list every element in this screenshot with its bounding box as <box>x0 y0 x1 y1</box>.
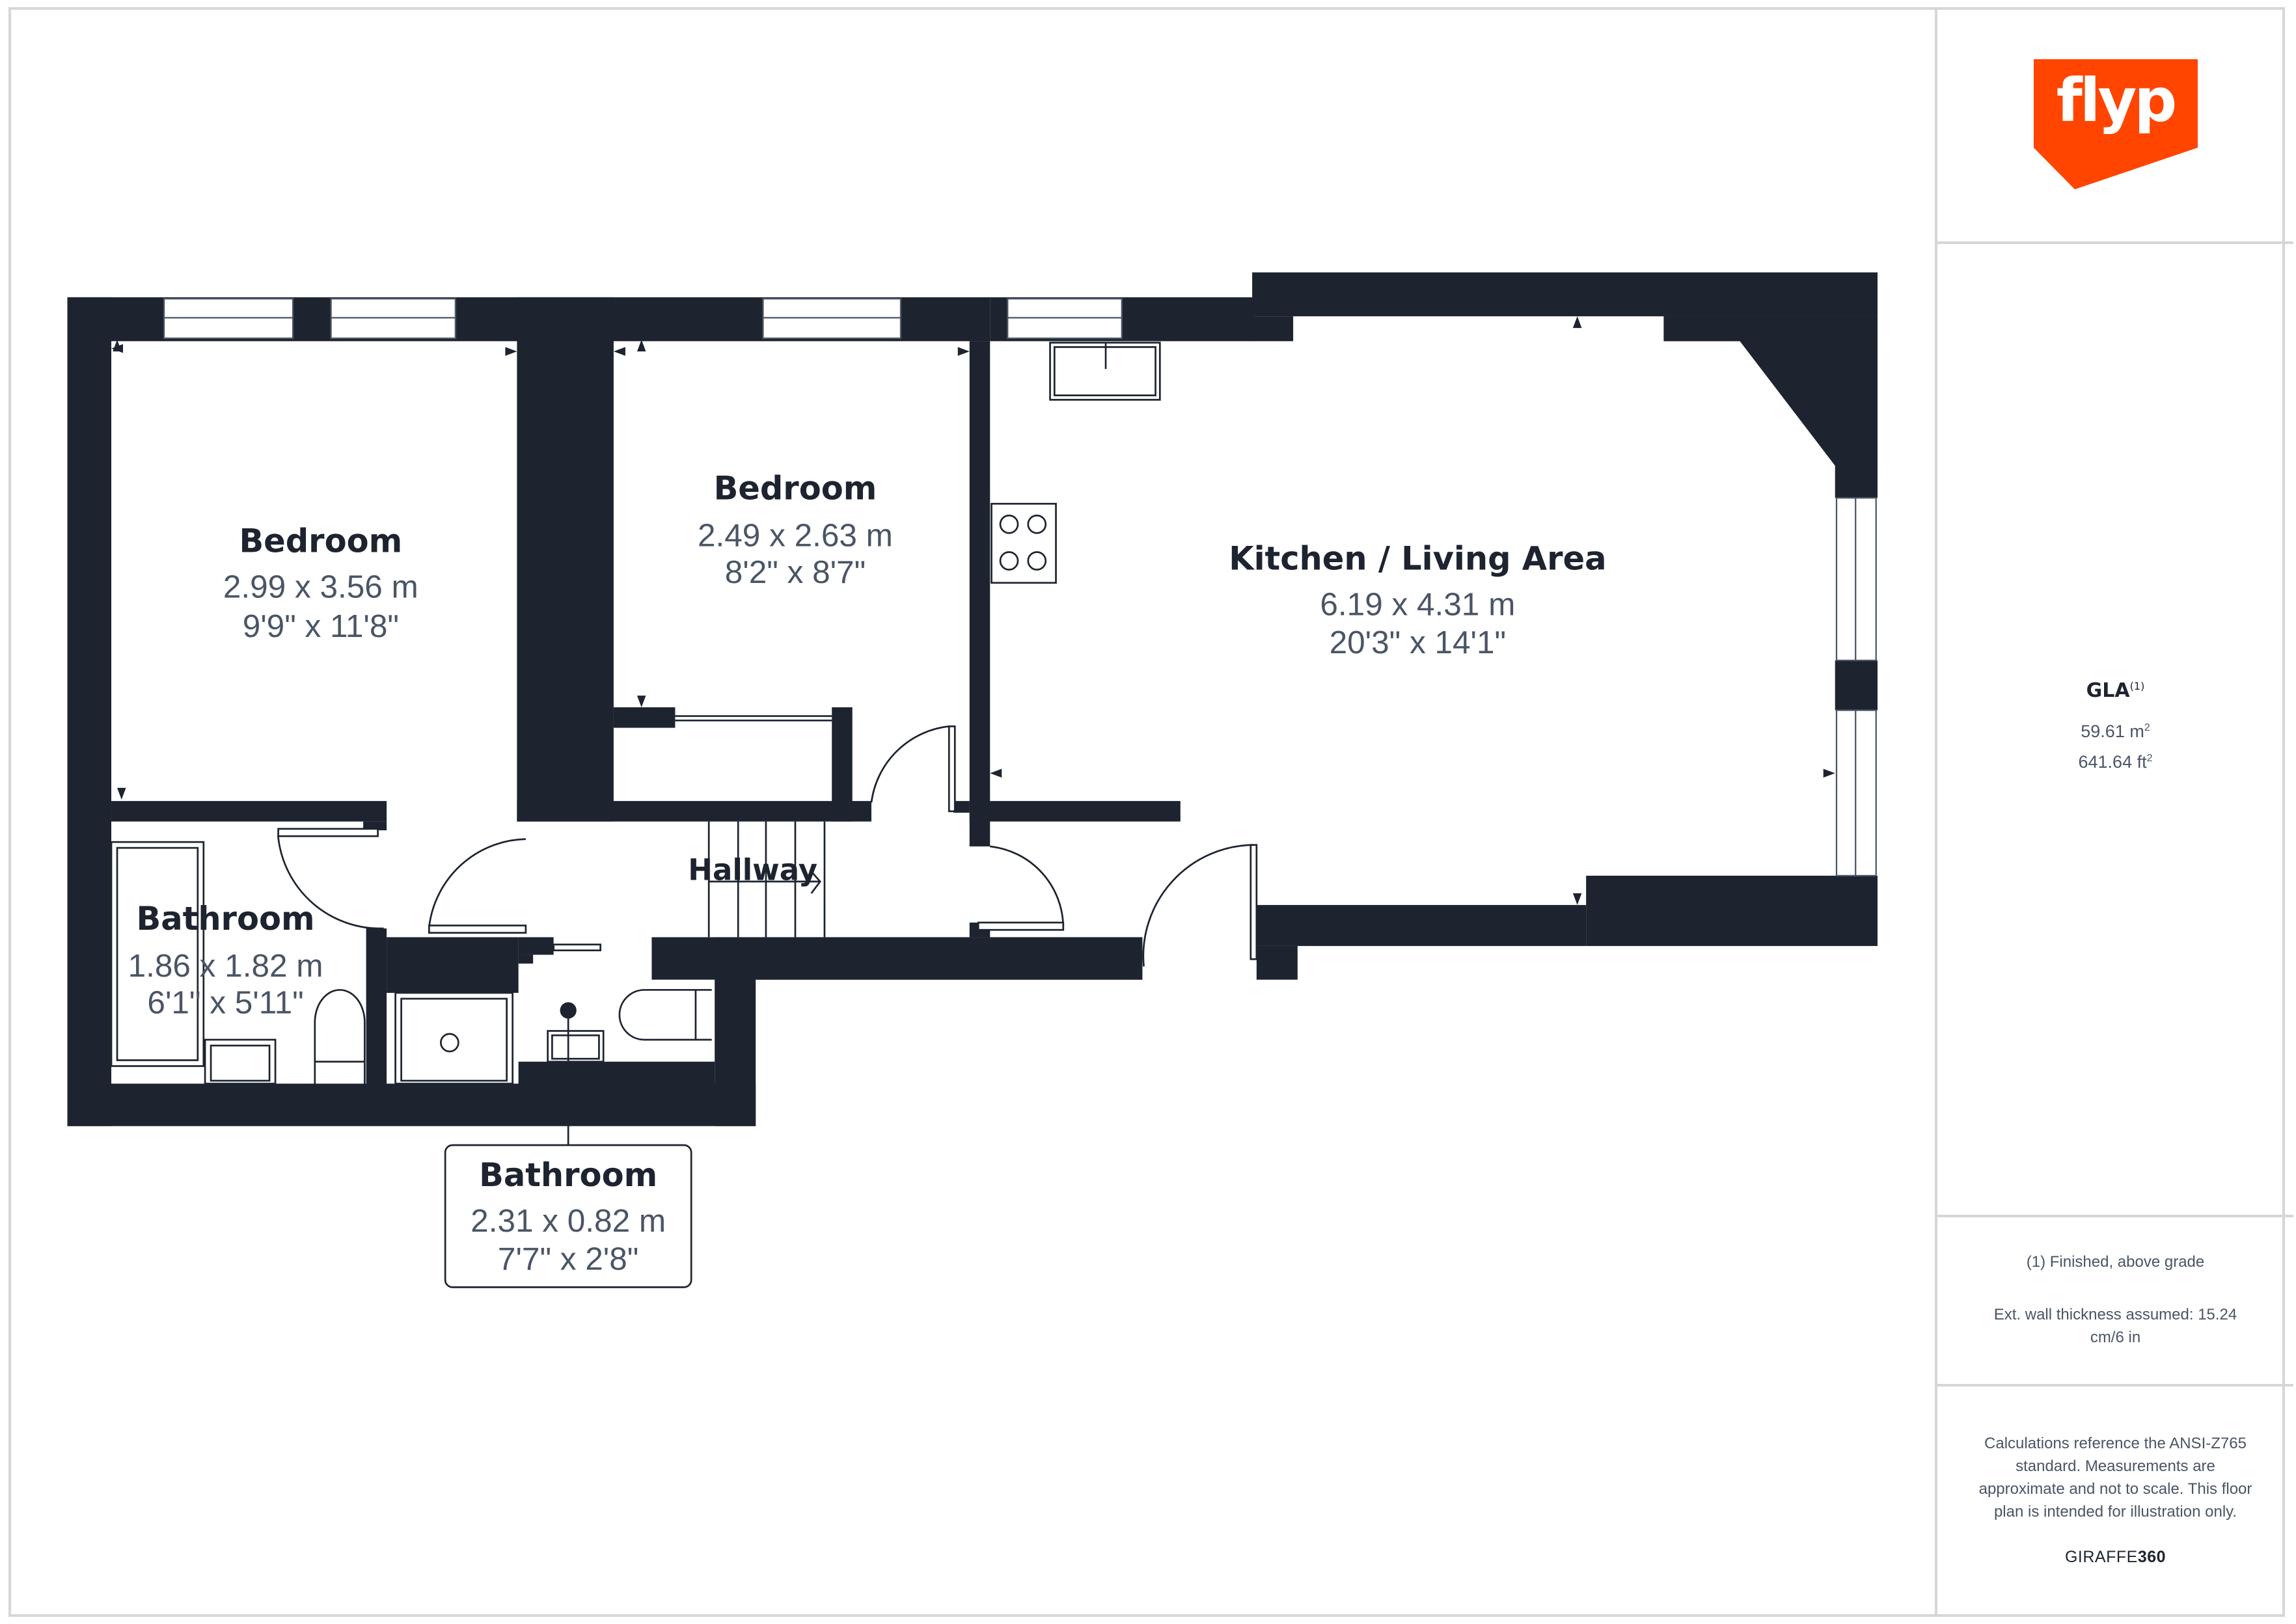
finished-note: (1) Finished, above grade <box>2026 1252 2205 1271</box>
logo-text: flyp <box>2056 66 2177 135</box>
notes-section: (1) Finished, above grade Ext. wall thic… <box>1937 1215 2293 1387</box>
svg-text:8'2" x 8'7": 8'2" x 8'7" <box>725 554 866 590</box>
info-panel: flyp GLA(1) 59.61 m2 641.64 ft2 (1) Fini… <box>1935 7 2293 1617</box>
svg-text:7'7" x 2'8": 7'7" x 2'8" <box>498 1241 638 1277</box>
svg-text:2.49 x 2.63 m: 2.49 x 2.63 m <box>698 517 893 553</box>
gla-section: GLA(1) 59.61 m2 641.64 ft2 <box>1937 241 2293 1217</box>
svg-text:Bathroom: Bathroom <box>137 900 315 938</box>
svg-text:Bathroom: Bathroom <box>479 1156 657 1194</box>
room-label-kitchen-living: Kitchen / Living Area 6.19 x 4.31 m 20'3… <box>1229 540 1606 660</box>
giraffe360-brand: GIRAFFE360 <box>2064 1547 2166 1566</box>
fixtures <box>110 342 1258 1146</box>
logo-section: flyp <box>1937 7 2293 244</box>
svg-text:6.19 x 4.31 m: 6.19 x 4.31 m <box>1320 586 1515 622</box>
disclaimer-text: Calculations reference the ANSI-Z765 sta… <box>1978 1434 2252 1521</box>
room-label-hallway: Hallway <box>688 853 817 887</box>
svg-text:Bedroom: Bedroom <box>239 522 402 560</box>
svg-text:20'3" x 14'1": 20'3" x 14'1" <box>1330 625 1506 660</box>
svg-text:6'1" x 5'11": 6'1" x 5'11" <box>147 984 303 1020</box>
svg-text:Bedroom: Bedroom <box>714 469 877 507</box>
walls <box>67 272 1878 1126</box>
gla-title: GLA(1) <box>2086 679 2145 702</box>
svg-text:Kitchen / Living Area: Kitchen / Living Area <box>1229 540 1606 578</box>
disclaimer-section: Calculations reference the ANSI-Z765 sta… <box>1937 1384 2293 1614</box>
wall-thickness-note: Ext. wall thickness assumed: 15.24 cm/6 … <box>1993 1305 2237 1346</box>
room-label-bathroom-2-callout: Bathroom 2.31 x 0.82 m 7'7" x 2'8" <box>444 1144 692 1288</box>
svg-text:2.31 x 0.82 m: 2.31 x 0.82 m <box>471 1203 666 1239</box>
svg-text:Hallway: Hallway <box>688 853 817 887</box>
gla-area-metric: 59.61 m2 <box>2081 721 2150 741</box>
svg-text:9'9" x 11'8": 9'9" x 11'8" <box>243 608 399 644</box>
floor-plan: Bedroom 2.99 x 3.56 m 9'9" x 11'8" Bedro… <box>67 272 1878 1288</box>
svg-text:2.99 x 3.56 m: 2.99 x 3.56 m <box>223 569 418 604</box>
windows <box>163 298 1877 877</box>
page-frame <box>8 7 2285 1617</box>
room-label-bathroom-1: Bathroom 1.86 x 1.82 m 6'1" x 5'11" <box>128 900 323 1020</box>
flyp-logo: flyp <box>2033 59 2198 189</box>
gla-area-imperial: 641.64 ft2 <box>2078 751 2153 772</box>
dimension-arrows <box>111 316 1835 905</box>
room-label-bedroom-2: Bedroom 2.49 x 2.63 m 8'2" x 8'7" <box>698 469 893 589</box>
room-label-bedroom-1: Bedroom 2.99 x 3.56 m 9'9" x 11'8" <box>223 522 418 645</box>
svg-text:1.86 x 1.82 m: 1.86 x 1.82 m <box>128 948 323 984</box>
